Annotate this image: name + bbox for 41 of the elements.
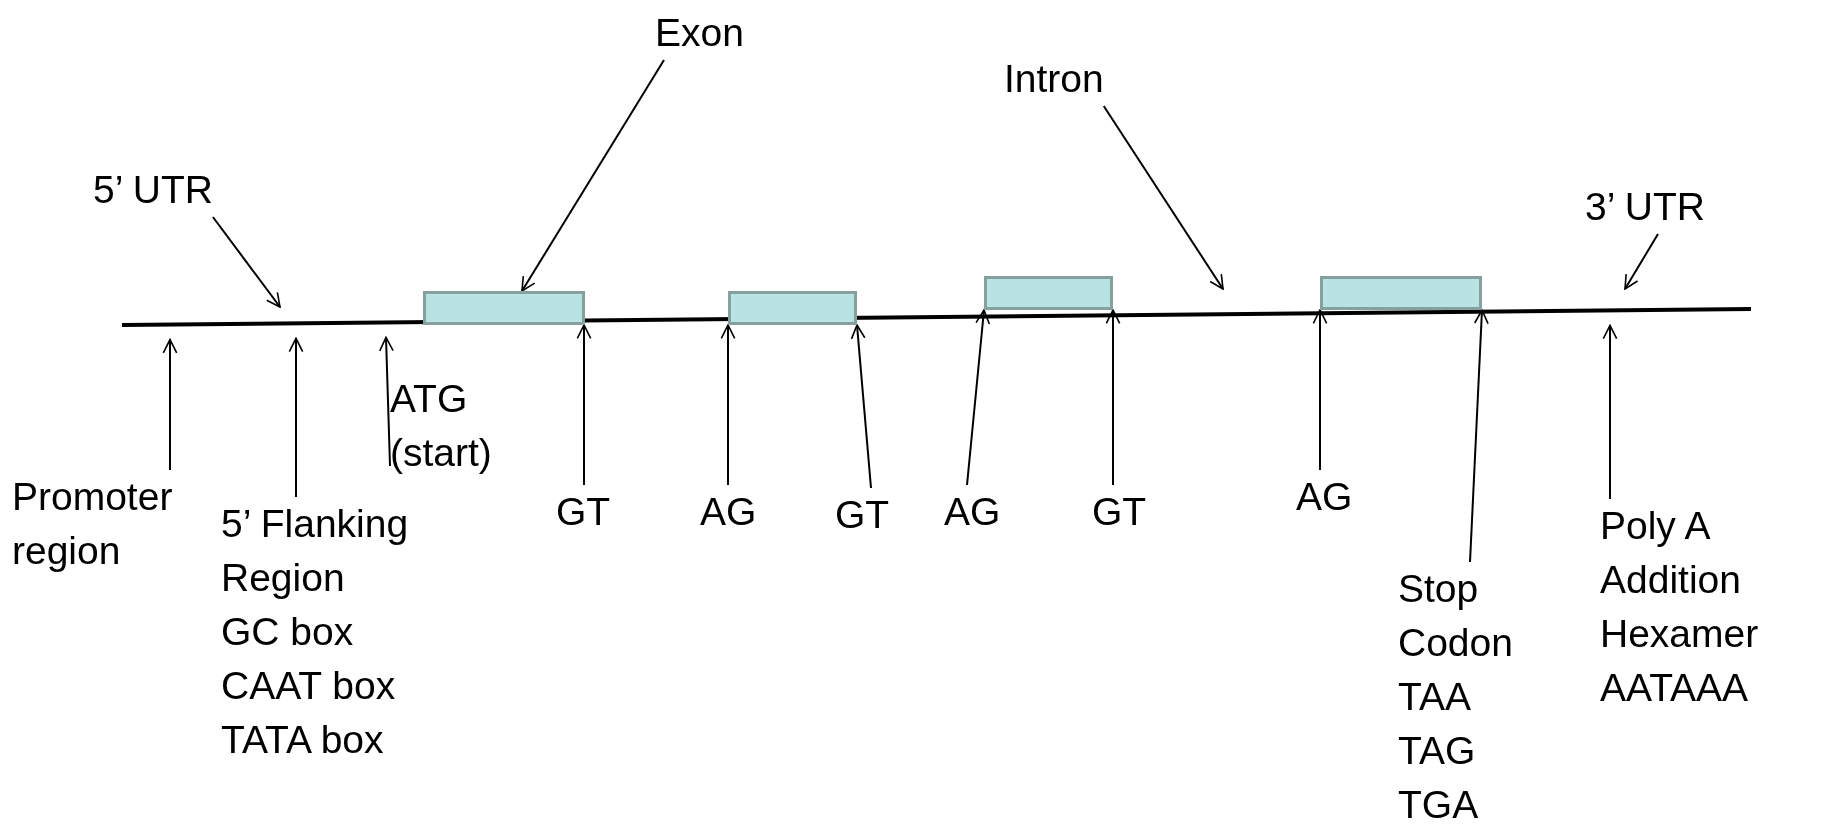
gene-label: GC box bbox=[221, 609, 354, 655]
exon-box bbox=[728, 291, 857, 325]
leader-arrow bbox=[521, 59, 665, 292]
gene-label: 3’ UTR bbox=[1585, 180, 1705, 234]
leader-arrow bbox=[1469, 309, 1489, 563]
exon-box bbox=[423, 291, 585, 325]
gene-label: TAA bbox=[1398, 674, 1471, 720]
leader-arrow bbox=[288, 337, 304, 498]
gene-label: 5’ Flanking Region bbox=[221, 501, 410, 601]
leader-arrow bbox=[1602, 324, 1618, 500]
gene-label: TATA box bbox=[221, 717, 384, 763]
gene-label: Promoter region bbox=[12, 470, 212, 578]
leader-arrow bbox=[850, 324, 872, 489]
leader-arrow bbox=[966, 309, 991, 486]
leader-arrow bbox=[1105, 309, 1121, 486]
gene-label: GT bbox=[1092, 485, 1147, 539]
leader-arrow bbox=[1102, 105, 1224, 290]
gene-label: GT bbox=[835, 488, 890, 542]
gene-label: TGA bbox=[1398, 782, 1479, 828]
gene-label: CAAT box bbox=[221, 663, 396, 709]
leader-arrow bbox=[1624, 233, 1659, 290]
gene-label: Poly A Addition Hexamer bbox=[1600, 503, 1760, 657]
leader-arrow bbox=[162, 338, 178, 471]
gene-label: AG bbox=[1296, 470, 1353, 524]
gene-label: Intron bbox=[1004, 52, 1104, 106]
exon-box bbox=[1320, 276, 1482, 310]
leader-arrow bbox=[720, 324, 736, 486]
gene-label: 5’ UTR bbox=[93, 163, 213, 217]
gene-label: AG bbox=[944, 485, 1001, 539]
gene-label: AG bbox=[700, 485, 757, 539]
gene-label: ATG (start) bbox=[390, 372, 522, 480]
leader-arrow bbox=[576, 324, 592, 486]
gene-label: TAG bbox=[1398, 728, 1476, 774]
leader-arrow bbox=[211, 216, 281, 308]
leader-arrow bbox=[1312, 309, 1328, 471]
leader-arrow bbox=[378, 336, 394, 467]
exon-box bbox=[984, 276, 1113, 310]
gene-label: AATAAA bbox=[1600, 665, 1749, 711]
gene-label: Stop Codon bbox=[1398, 566, 1514, 666]
gene-label: GT bbox=[556, 485, 611, 539]
gene-label: Exon bbox=[655, 6, 744, 60]
